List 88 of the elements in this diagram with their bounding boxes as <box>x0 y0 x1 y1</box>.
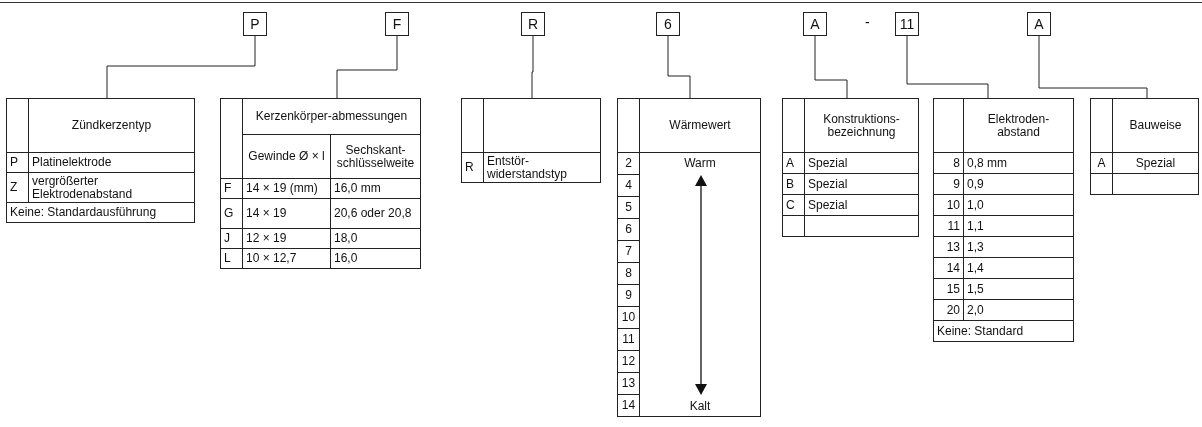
code-label: 4 <box>617 174 640 197</box>
column-heading: Wärmewert <box>639 98 761 153</box>
connector-line <box>667 35 691 99</box>
code-label: 5 <box>617 196 640 219</box>
value-text: 16,0 <box>330 248 421 269</box>
value-text: 14 × 19 <box>242 198 331 229</box>
code-label: 10 <box>933 194 964 216</box>
code-character-box: 11 <box>895 12 919 36</box>
value-text: 1,3 <box>963 236 1074 258</box>
code-label: 14 <box>617 394 640 417</box>
code-label: 9 <box>617 284 640 307</box>
code-label: F <box>220 178 243 199</box>
value-text: 18,0 <box>330 228 421 249</box>
value-text: 12 × 19 <box>242 228 331 249</box>
value-text: 1,1 <box>963 215 1074 237</box>
value-text: 1,0 <box>963 194 1074 216</box>
value-text: Spezial <box>804 194 919 216</box>
value-text: 14 × 19 (mm) <box>242 178 331 199</box>
value-text: Spezial <box>804 173 919 195</box>
code-label: C <box>782 194 805 216</box>
value-text: Keine: Standard <box>933 320 1074 342</box>
code-character-box: A <box>1027 12 1051 36</box>
column-heading: Sechskant-schlüsselweite <box>330 134 421 179</box>
value-text: Entstör-widerstandstyp <box>483 152 601 183</box>
code-label: 7 <box>617 240 640 263</box>
code-label: Z <box>6 172 29 203</box>
code-label: L <box>220 248 243 269</box>
scale-end-label: Kalt <box>688 400 712 413</box>
value-text: 1,4 <box>963 257 1074 279</box>
code-label: 6 <box>617 218 640 241</box>
code-label: 8 <box>617 262 640 285</box>
code-table <box>933 98 1074 342</box>
code-label: 13 <box>617 372 640 395</box>
connector-line <box>1038 35 1148 99</box>
code-label: 14 <box>933 257 964 279</box>
connector-line <box>531 35 534 99</box>
code-label: G <box>220 198 243 229</box>
value-text: Keine: Standardausführung <box>6 202 195 223</box>
code-label: 20 <box>933 299 964 321</box>
connector-line <box>906 35 989 99</box>
code-label: A <box>1090 152 1113 174</box>
value-text: 2,0 <box>963 299 1074 321</box>
connector-line <box>106 35 256 99</box>
code-label: P <box>6 152 29 173</box>
code-table <box>782 98 919 237</box>
code-table <box>1090 98 1199 195</box>
code-table <box>617 98 761 417</box>
code-label: A <box>782 152 805 174</box>
code-character-box: R <box>521 12 545 36</box>
code-label: J <box>220 228 243 249</box>
code-label: 11 <box>933 215 964 237</box>
code-label: 8 <box>933 152 964 174</box>
code-label: 13 <box>933 236 964 258</box>
code-label: 12 <box>617 350 640 373</box>
column-heading: Zündkerzentyp <box>28 98 195 153</box>
value-text: Spezial <box>804 152 919 174</box>
separator-dash: - <box>865 14 870 30</box>
code-character-box: A <box>803 12 827 36</box>
column-heading: Bauweise <box>1112 98 1199 153</box>
code-label: 10 <box>617 306 640 329</box>
code-label: 9 <box>933 173 964 195</box>
connector-line <box>336 35 398 99</box>
value-text: Platinelektrode <box>28 152 195 173</box>
code-label: 11 <box>617 328 640 351</box>
code-label: 2 <box>617 152 640 175</box>
code-character-box: 6 <box>656 12 680 36</box>
code-label: 15 <box>933 278 964 300</box>
value-text: 10 × 12,7 <box>242 248 331 269</box>
value-text: 0,8 mm <box>963 152 1074 174</box>
value-text: 16,0 mm <box>330 178 421 199</box>
code-table <box>220 98 421 269</box>
value-text: 20,6 oder 20,8 <box>330 198 421 229</box>
column-heading: Elektroden-abstand <box>963 98 1074 153</box>
scale-end-label: Warm <box>683 157 717 170</box>
value-text: 0,9 <box>963 173 1074 195</box>
code-table <box>461 98 601 183</box>
column-heading: Gewinde Ø × l <box>242 134 331 179</box>
column-heading: Kerzenkörper-abmessungen <box>242 98 421 135</box>
connector-line <box>814 35 848 99</box>
code-label: R <box>461 152 484 183</box>
column-heading: Spezial <box>1112 152 1199 174</box>
code-character-box: F <box>385 12 409 36</box>
code-character-box: P <box>243 12 267 36</box>
value-text: vergrößerter Elektrodenabstand <box>28 172 195 203</box>
column-heading: Konstruktions-bezeichnung <box>804 98 919 153</box>
code-table <box>6 98 195 223</box>
value-text: 1,5 <box>963 278 1074 300</box>
code-label: B <box>782 173 805 195</box>
